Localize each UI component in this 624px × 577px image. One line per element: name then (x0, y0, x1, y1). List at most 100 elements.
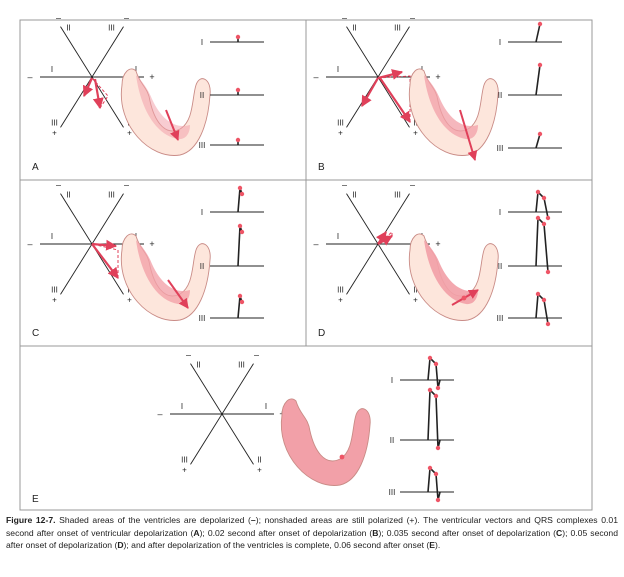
neg-sign-lead-ii: – (342, 180, 347, 190)
caption-neg-sign: – (250, 515, 256, 525)
pos-sign-lead-iii: + (182, 465, 187, 474)
qrs-marker (433, 471, 439, 477)
qrs-marker (435, 385, 441, 391)
qrs-complex-2 (237, 295, 243, 319)
label-lead-iii-top: III (238, 361, 245, 370)
trace-label-lead-ii: II (390, 436, 394, 445)
qrs-marker (239, 229, 245, 235)
qrs-marker (537, 62, 543, 68)
label-lead-iii-bottom: III (51, 118, 58, 127)
label-lead-i-left: I (51, 65, 53, 74)
qrs-marker (239, 191, 245, 197)
trace-label-lead-ii: II (498, 262, 502, 271)
neg-sign-lead-iii: – (254, 350, 259, 360)
label-lead-iii-bottom: III (337, 285, 344, 294)
label-lead-ii-bottom: II (413, 285, 417, 294)
neg-sign-lead-i: – (313, 72, 318, 82)
pos-sign-lead-iii: + (52, 295, 57, 304)
label-lead-ii-bottom: II (257, 455, 261, 464)
trace-label-lead-i: I (499, 38, 501, 47)
qrs-marker (235, 87, 241, 93)
neg-sign-lead-iii: – (410, 13, 415, 23)
qrs-marker (535, 215, 541, 221)
figure-caption: Figure 12-7. Shaded areas of the ventric… (6, 514, 618, 552)
ventricle-outline (120, 68, 211, 156)
qrs-complex-0 (535, 23, 541, 43)
neg-sign-lead-iii: – (410, 180, 415, 190)
caption-text-6: ); and after depolarization of the ventr… (123, 540, 430, 551)
vector-arrow (91, 243, 119, 279)
caption-letter-e: E (429, 540, 435, 551)
qrs-marker (545, 321, 551, 327)
label-lead-i-left: I (51, 232, 53, 241)
caption-letter-b: B (372, 527, 379, 538)
axis-lead-iii (60, 26, 124, 128)
neg-sign-lead-i: – (313, 239, 318, 249)
caption-text-3: ); 0.02 second after onset of depolariza… (199, 527, 373, 538)
qrs-marker (541, 195, 547, 201)
label-lead-ii-top: II (196, 361, 200, 370)
label-lead-iii-bottom: III (337, 118, 344, 127)
pos-sign-lead-ii: + (127, 128, 132, 137)
label-lead-i-right: I (135, 65, 137, 74)
caption-letter-c: C (556, 527, 563, 538)
qrs-marker (237, 185, 243, 191)
caption-letter-a: A (193, 527, 200, 538)
label-lead-iii-bottom: III (51, 285, 58, 294)
label-lead-ii-top: II (66, 191, 70, 200)
label-lead-i-left: I (181, 402, 183, 411)
heart-vector-arrow (165, 109, 180, 141)
qrs-marker (545, 215, 551, 221)
label-lead-iii-top: III (394, 191, 401, 200)
pos-sign-lead-iii: + (52, 128, 57, 137)
label-lead-ii-bottom: II (413, 118, 417, 127)
label-lead-ii-top: II (352, 24, 356, 33)
qrs-marker (545, 269, 551, 275)
label-lead-iii-top: III (394, 24, 401, 33)
label-lead-ii-top: II (66, 24, 70, 33)
trace-label-lead-ii: II (200, 91, 204, 100)
caption-text-4: ); 0.035 second after onset of depolariz… (378, 527, 557, 538)
trace-label-lead-iii: III (199, 314, 206, 323)
neg-sign-lead-i: – (157, 409, 162, 419)
panel-letter: B (318, 162, 325, 173)
neg-sign-lead-ii: – (342, 13, 347, 23)
qrs-complex-0 (237, 187, 243, 213)
label-lead-i-right: I (265, 402, 267, 411)
caption-text-7: ). (435, 540, 441, 551)
qrs-marker (235, 137, 241, 143)
qrs-marker (535, 189, 541, 195)
panel-letter: E (32, 494, 39, 505)
qrs-marker (537, 131, 543, 137)
qrs-marker (535, 291, 541, 297)
qrs-marker (541, 221, 547, 227)
depolarized-region (136, 75, 190, 140)
pos-sign-lead-ii: + (413, 295, 418, 304)
pos-sign-lead-i: + (149, 72, 154, 82)
panel-frames (19, 19, 593, 511)
caption-text-5: ); 0.05 second after onset of depolariza… (6, 527, 618, 551)
neg-sign-lead-i: – (27, 239, 32, 249)
caption-text-1: Shaded areas of the ventricles are depol… (55, 515, 251, 525)
qrs-marker (541, 297, 547, 303)
heart-vector-arrow (167, 279, 189, 309)
figure-label: Figure 12-7. (6, 515, 56, 525)
label-lead-i-left: I (337, 65, 339, 74)
vector-projection (91, 243, 119, 278)
vector-projection (91, 77, 109, 109)
ventricle-outline (408, 233, 499, 321)
pos-sign-lead-i: + (435, 72, 440, 82)
neg-sign-lead-ii: – (56, 13, 61, 23)
qrs-complex-2 (535, 133, 541, 149)
trace-label-lead-ii: II (498, 91, 502, 100)
qrs-complex-0 (427, 356, 441, 389)
qrs-marker (239, 299, 245, 305)
vector-arrow (91, 239, 118, 251)
vector-arrow (361, 77, 379, 107)
qrs-marker (237, 293, 243, 299)
panel-letter: A (32, 162, 39, 173)
trace-label-lead-iii: III (389, 488, 396, 497)
